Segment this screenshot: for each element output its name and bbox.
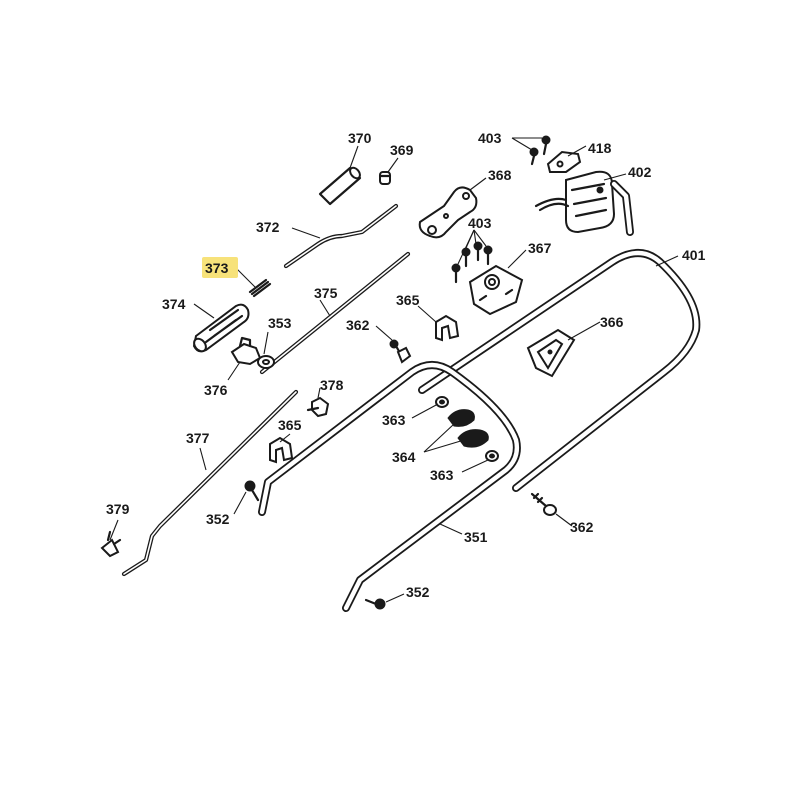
- label-362-lower[interactable]: 362: [570, 519, 594, 535]
- label-373[interactable]: 373: [205, 260, 229, 276]
- label-351[interactable]: 351: [464, 529, 488, 545]
- bracket-418[interactable]: [546, 150, 582, 173]
- label-402[interactable]: 402: [628, 164, 652, 180]
- washer-353[interactable]: [257, 355, 275, 369]
- clamp-365-upper[interactable]: [435, 314, 460, 342]
- label-353[interactable]: 353: [268, 315, 292, 331]
- label-403-top[interactable]: 403: [478, 130, 502, 146]
- cap-369[interactable]: [378, 171, 392, 185]
- bolt-352-left[interactable]: [244, 480, 260, 502]
- label-363-lower[interactable]: 363: [430, 467, 454, 483]
- label-369[interactable]: 369: [390, 142, 414, 158]
- screws-403-middle[interactable]: [451, 241, 493, 284]
- bolt-352-bottom[interactable]: [364, 598, 386, 610]
- bolt-362-lower[interactable]: [530, 492, 557, 516]
- label-364[interactable]: 364: [392, 449, 416, 465]
- label-363-upper[interactable]: 363: [382, 412, 406, 428]
- label-367[interactable]: 367: [528, 240, 552, 256]
- label-365-lower[interactable]: 365: [278, 417, 302, 433]
- lever-368[interactable]: [418, 186, 478, 239]
- mount-367[interactable]: [468, 264, 524, 316]
- label-368[interactable]: 368: [488, 167, 512, 183]
- clamp-365-lower[interactable]: [269, 436, 294, 464]
- label-352-left[interactable]: 352: [206, 511, 230, 527]
- label-376[interactable]: 376: [204, 382, 228, 398]
- knob-378[interactable]: [306, 396, 330, 418]
- wing-knob-364-upper[interactable]: [447, 409, 475, 427]
- sleeve-370[interactable]: [318, 166, 362, 206]
- label-401[interactable]: 401: [682, 247, 706, 263]
- part-labels: 370 369 403 418 402 368 372 403 367 401 …: [106, 130, 706, 600]
- washer-363-upper[interactable]: [435, 396, 449, 408]
- label-418[interactable]: 418: [588, 140, 612, 156]
- spring-pin-373[interactable]: [248, 278, 272, 298]
- label-365-upper[interactable]: 365: [396, 292, 420, 308]
- wing-knob-364-lower[interactable]: [457, 429, 489, 448]
- label-372[interactable]: 372: [256, 219, 280, 235]
- switch-box-402[interactable]: [534, 170, 634, 236]
- label-377[interactable]: 377: [186, 430, 210, 446]
- screws-403-top[interactable]: [529, 135, 551, 166]
- label-352-bottom[interactable]: 352: [406, 584, 430, 600]
- plate-366[interactable]: [526, 328, 576, 378]
- label-375[interactable]: 375: [314, 285, 338, 301]
- label-370[interactable]: 370: [348, 130, 372, 146]
- cable-clip-379[interactable]: [100, 530, 122, 558]
- leader-lines: [109, 137, 679, 603]
- label-378[interactable]: 378: [320, 377, 344, 393]
- grip-374[interactable]: [192, 303, 250, 354]
- upper-handle-401[interactable]: [418, 249, 701, 492]
- label-362-upper[interactable]: 362: [346, 317, 370, 333]
- label-374[interactable]: 374: [162, 296, 186, 312]
- bent-rod-372[interactable]: [283, 203, 399, 269]
- clip-376[interactable]: [230, 336, 262, 366]
- bolt-362-upper[interactable]: [389, 339, 412, 364]
- cable-rod-377[interactable]: [121, 389, 299, 577]
- washer-363-lower[interactable]: [485, 450, 499, 462]
- label-403-middle[interactable]: 403: [468, 215, 492, 231]
- label-366[interactable]: 366: [600, 314, 624, 330]
- highlight-373: [202, 257, 238, 278]
- lower-handle-351[interactable]: [258, 361, 521, 612]
- label-379[interactable]: 379: [106, 501, 130, 517]
- control-rod-375[interactable]: [259, 251, 411, 375]
